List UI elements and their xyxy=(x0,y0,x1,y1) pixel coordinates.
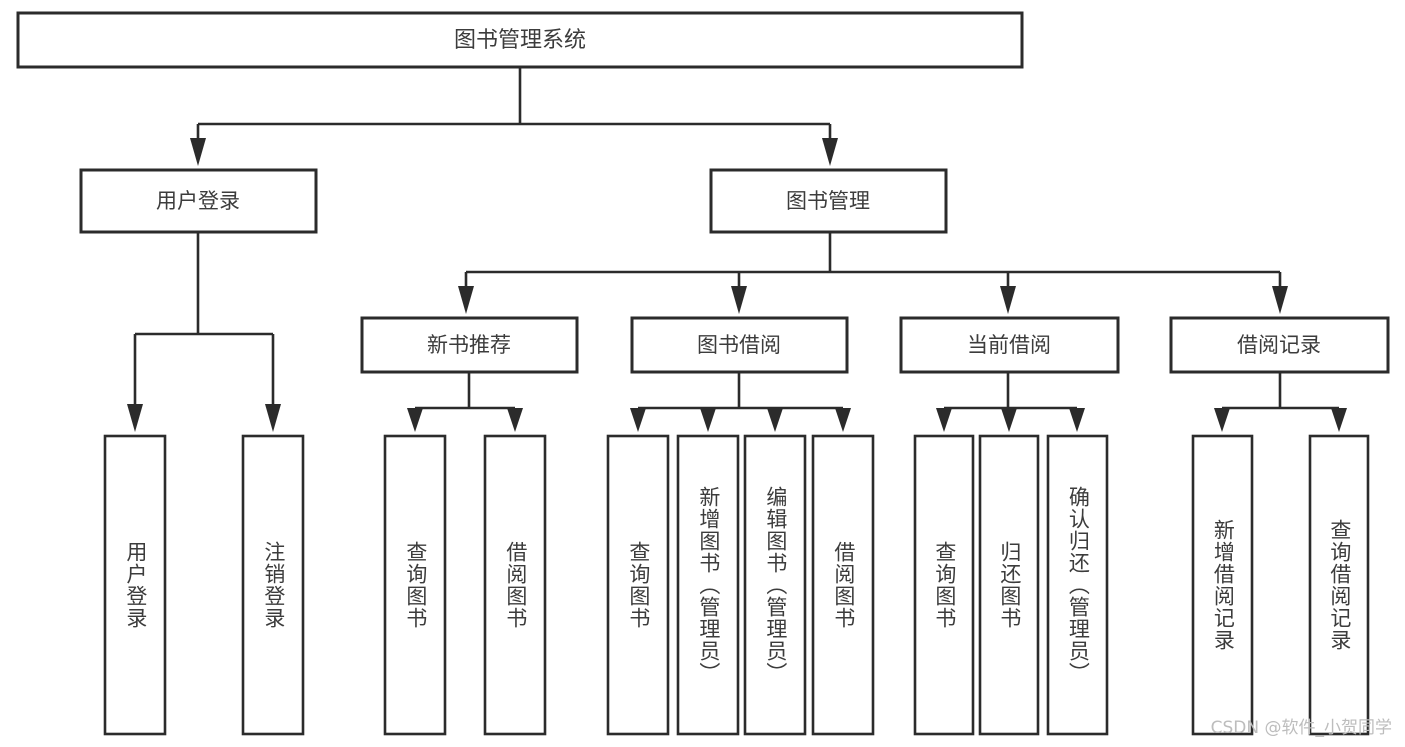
connector-group-user-login xyxy=(127,232,281,432)
node-l-query1-box[interactable] xyxy=(383,434,447,736)
node-user-login[interactable]: 用户登录 xyxy=(79,168,318,234)
arrow-to-records xyxy=(1272,286,1288,314)
node-book-mgmt-label: 图书管理 xyxy=(786,189,870,213)
node-borrow[interactable]: 图书借阅 xyxy=(630,316,849,374)
node-l-query3-box[interactable] xyxy=(913,434,975,736)
arrow-to-l-confirm xyxy=(1069,408,1085,432)
connector-group-borrow xyxy=(630,372,851,432)
node-l-query1[interactable] xyxy=(383,434,447,736)
node-l-add-box[interactable] xyxy=(676,434,740,736)
node-l-return[interactable] xyxy=(978,434,1040,736)
node-user-login-box[interactable] xyxy=(79,168,318,234)
connector-group-book-mgmt xyxy=(458,232,1288,314)
node-records-box[interactable] xyxy=(1169,316,1390,374)
arrow-to-l-add xyxy=(700,408,716,432)
node-l-add[interactable] xyxy=(676,434,740,736)
arrow-to-l-logout xyxy=(265,404,281,432)
node-new-rec-label: 新书推荐 xyxy=(427,333,511,357)
node-book-mgmt-box[interactable] xyxy=(709,168,948,234)
node-l-confirm-box[interactable] xyxy=(1046,434,1109,736)
node-l-borrow2-box[interactable] xyxy=(811,434,875,736)
connector-group-records xyxy=(1214,372,1347,432)
leaf-node-rects xyxy=(103,434,1370,736)
node-l-edit-box[interactable] xyxy=(743,434,807,736)
watermark-label: CSDN @软件_小贺同学 xyxy=(1211,718,1392,738)
node-root-label: 图书管理系统 xyxy=(454,28,586,53)
node-l-login[interactable] xyxy=(103,434,167,736)
node-current[interactable]: 当前借阅 xyxy=(899,316,1120,374)
node-l-borrow1[interactable] xyxy=(483,434,547,736)
node-l-query2[interactable] xyxy=(606,434,670,736)
arrow-to-l-login xyxy=(127,404,143,432)
arrow-to-l-borrow1 xyxy=(507,408,523,432)
node-book-mgmt[interactable]: 图书管理 xyxy=(709,168,948,234)
arrow-to-l-edit xyxy=(767,408,783,432)
node-current-label: 当前借阅 xyxy=(967,333,1051,357)
node-l-return-box[interactable] xyxy=(978,434,1040,736)
node-l-login-box[interactable] xyxy=(103,434,167,736)
arrow-to-l-return xyxy=(1001,408,1017,432)
connector-group-current xyxy=(936,372,1085,432)
node-l-query3[interactable] xyxy=(913,434,975,736)
arrow-to-l-query3 xyxy=(936,408,952,432)
arrow-root-to-user-login xyxy=(190,138,206,166)
node-l-logout-box[interactable] xyxy=(241,434,305,736)
node-records[interactable]: 借阅记录 xyxy=(1169,316,1390,374)
arrow-to-l-addrec xyxy=(1214,408,1230,432)
node-l-confirm[interactable] xyxy=(1046,434,1109,736)
arrow-to-l-query1 xyxy=(407,408,423,432)
node-new-rec-box[interactable] xyxy=(360,316,579,374)
node-l-queryrec-box[interactable] xyxy=(1308,434,1370,736)
arrow-to-current xyxy=(1000,286,1016,314)
node-borrow-box[interactable] xyxy=(630,316,849,374)
connector-group-new-rec xyxy=(407,372,523,432)
arrow-root-to-book-mgmt xyxy=(822,138,838,166)
arrow-to-l-query2 xyxy=(630,408,646,432)
node-records-label: 借阅记录 xyxy=(1237,333,1321,357)
node-root[interactable]: 图书管理系统 xyxy=(16,11,1024,69)
node-l-query2-box[interactable] xyxy=(606,434,670,736)
arrow-to-new-rec xyxy=(458,286,474,314)
node-l-logout[interactable] xyxy=(241,434,305,736)
node-user-login-label: 用户登录 xyxy=(156,189,240,213)
node-l-borrow2[interactable] xyxy=(811,434,875,736)
node-l-addrec[interactable] xyxy=(1191,434,1254,736)
arrow-to-l-queryrec xyxy=(1331,408,1347,432)
arrow-to-borrow xyxy=(731,286,747,314)
node-root-box[interactable] xyxy=(16,11,1024,69)
node-new-rec[interactable]: 新书推荐 xyxy=(360,316,579,374)
node-l-borrow1-box[interactable] xyxy=(483,434,547,736)
node-l-edit[interactable] xyxy=(743,434,807,736)
connector-group-root xyxy=(190,67,838,166)
node-l-addrec-box[interactable] xyxy=(1191,434,1254,736)
arrow-to-l-borrow2 xyxy=(835,408,851,432)
node-l-queryrec[interactable] xyxy=(1308,434,1370,736)
node-current-box[interactable] xyxy=(899,316,1120,374)
node-borrow-label: 图书借阅 xyxy=(697,333,781,357)
